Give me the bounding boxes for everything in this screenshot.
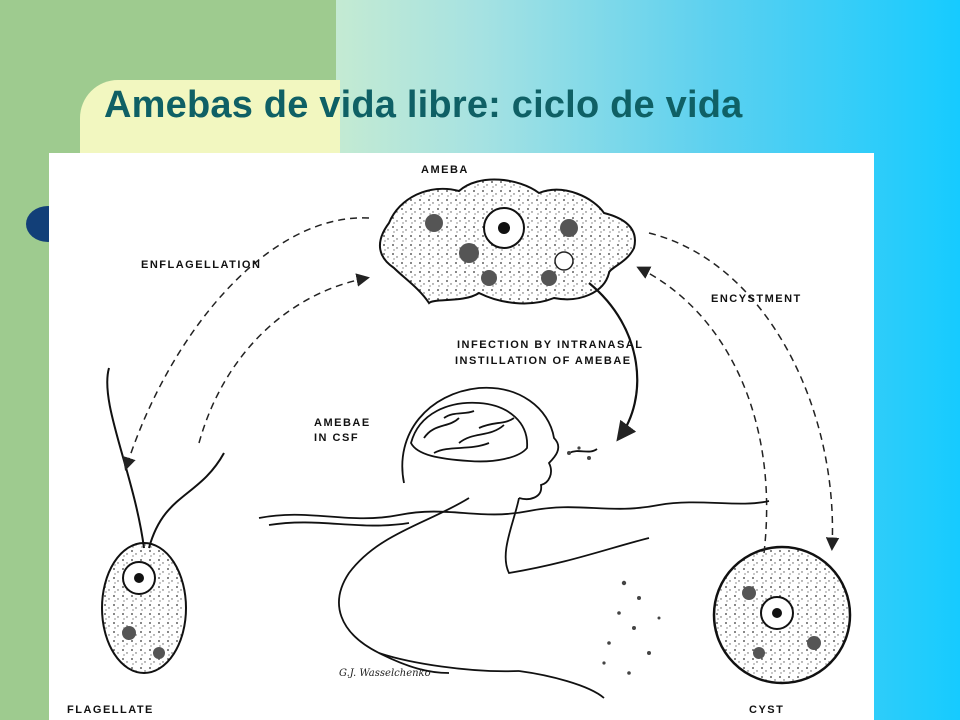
label-encystment: ENCYSTMENT <box>711 293 802 305</box>
bubbles <box>567 446 661 675</box>
label-infection-line2: INSTILLATION OF AMEBAE <box>455 355 632 367</box>
label-cyst: CYST <box>749 704 784 716</box>
life-cycle-diagram: AMEBA FLAGELLATE CYST ENFLAGELLATION <box>67 164 852 716</box>
arrow-enflagellation-return <box>198 273 370 444</box>
arrow-encystment <box>648 232 840 551</box>
title-tab <box>80 80 340 160</box>
label-amebae-csf-line2: IN CSF <box>314 432 359 444</box>
life-cycle-figure: AMEBA FLAGELLATE CYST ENFLAGELLATION <box>49 153 874 720</box>
label-flagellate: FLAGELLATE <box>67 704 154 716</box>
cyst-form <box>712 545 852 685</box>
label-ameba: AMEBA <box>421 164 469 176</box>
slide-title: Amebas de vida libre: ciclo de vida <box>104 84 743 126</box>
label-amebae-csf-line1: AMEBAE <box>314 417 371 429</box>
flagellate-form <box>101 367 225 674</box>
arrow-infection <box>588 282 639 442</box>
arrow-enflagellation-out <box>122 217 370 471</box>
ameba-trophozoite <box>379 178 636 305</box>
label-enflagellation: ENFLAGELLATION <box>141 259 261 271</box>
label-infection-line1: INFECTION BY INTRANASAL <box>457 339 643 351</box>
swimmer-illustration <box>258 386 770 699</box>
arrow-excystment <box>636 266 768 554</box>
artist-signature: G.J. Wasselchenko <box>339 668 431 679</box>
